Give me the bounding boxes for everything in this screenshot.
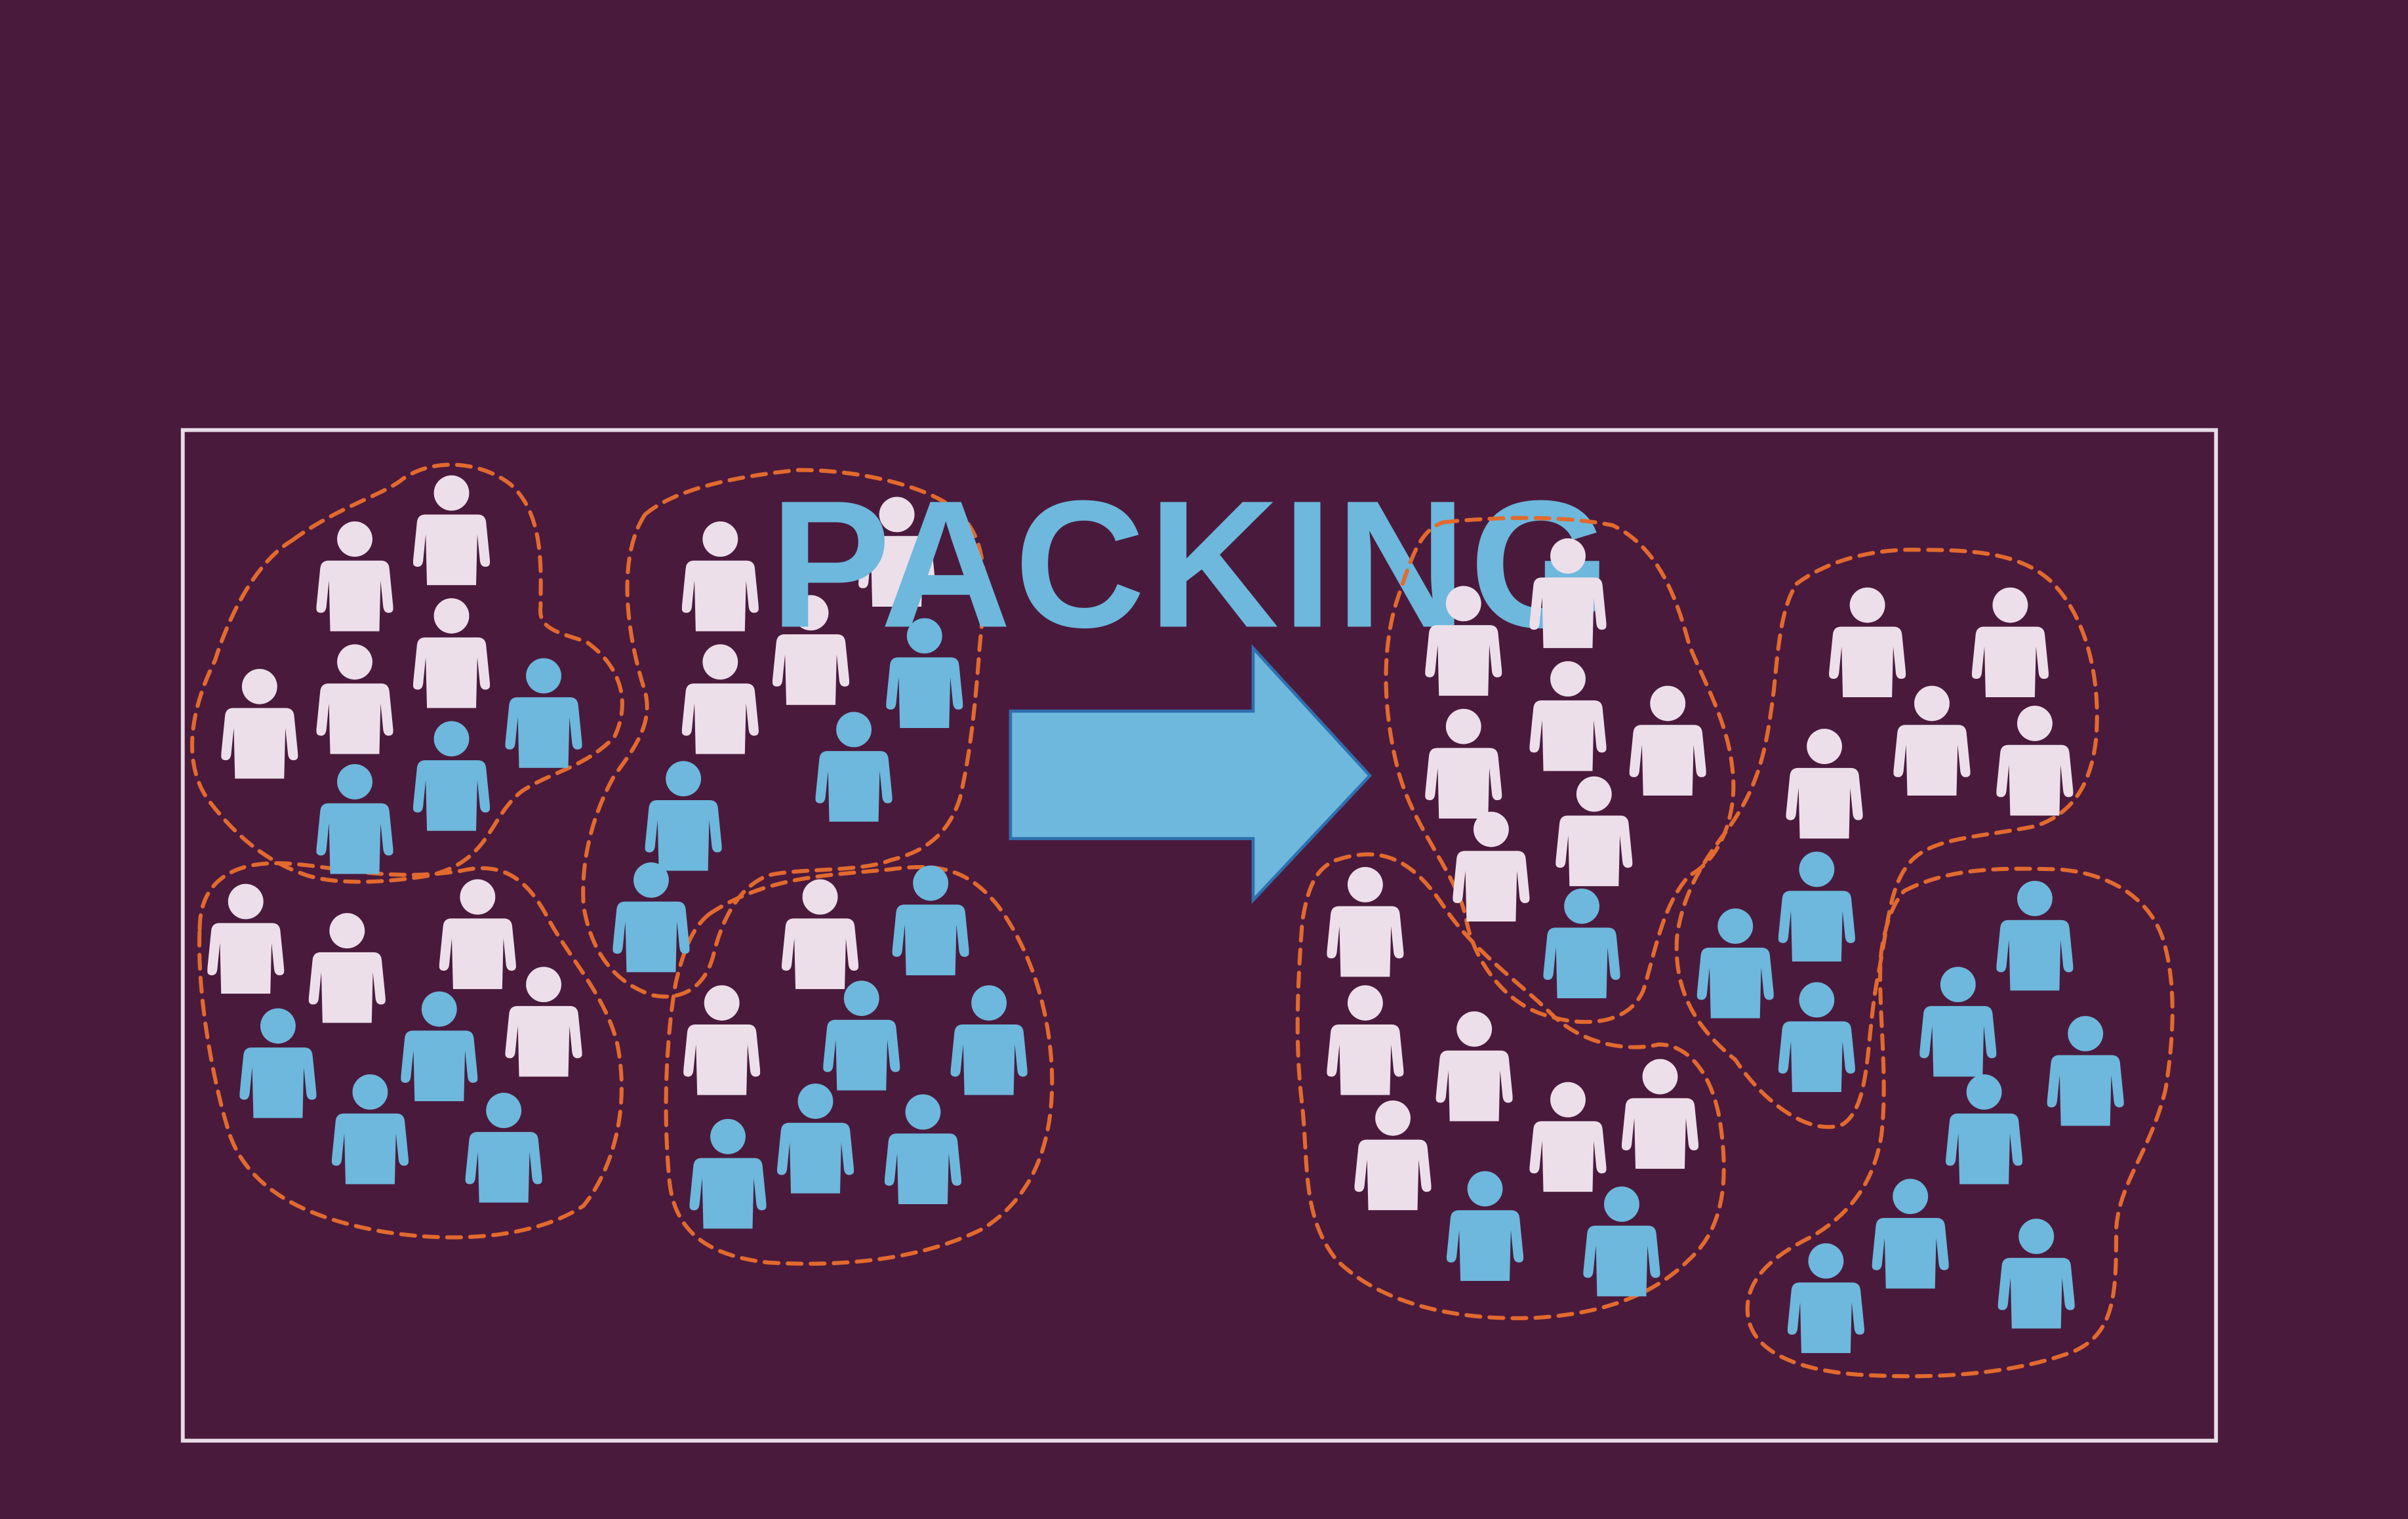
right-arrow-icon: [1009, 644, 1373, 904]
right-district-boundary-3: [1674, 548, 2099, 1129]
right-district-boundary-2: [1295, 852, 1726, 1320]
right-district-boundaries: [1295, 516, 2175, 1379]
right-district-boundary-4: [1745, 866, 2175, 1379]
left-district-boundaries: [190, 462, 1054, 1266]
right-panel-after: [1295, 516, 2175, 1379]
left-district-boundary-1: [190, 462, 624, 884]
diagram-frame: [180, 428, 2218, 1443]
left-district-boundary-4: [664, 864, 1054, 1266]
right-district-boundary-1: [1384, 516, 1736, 1024]
left-district-boundary-3: [581, 468, 986, 999]
left-district-boundary-2: [197, 861, 624, 1240]
left-panel-before: [190, 462, 1054, 1266]
